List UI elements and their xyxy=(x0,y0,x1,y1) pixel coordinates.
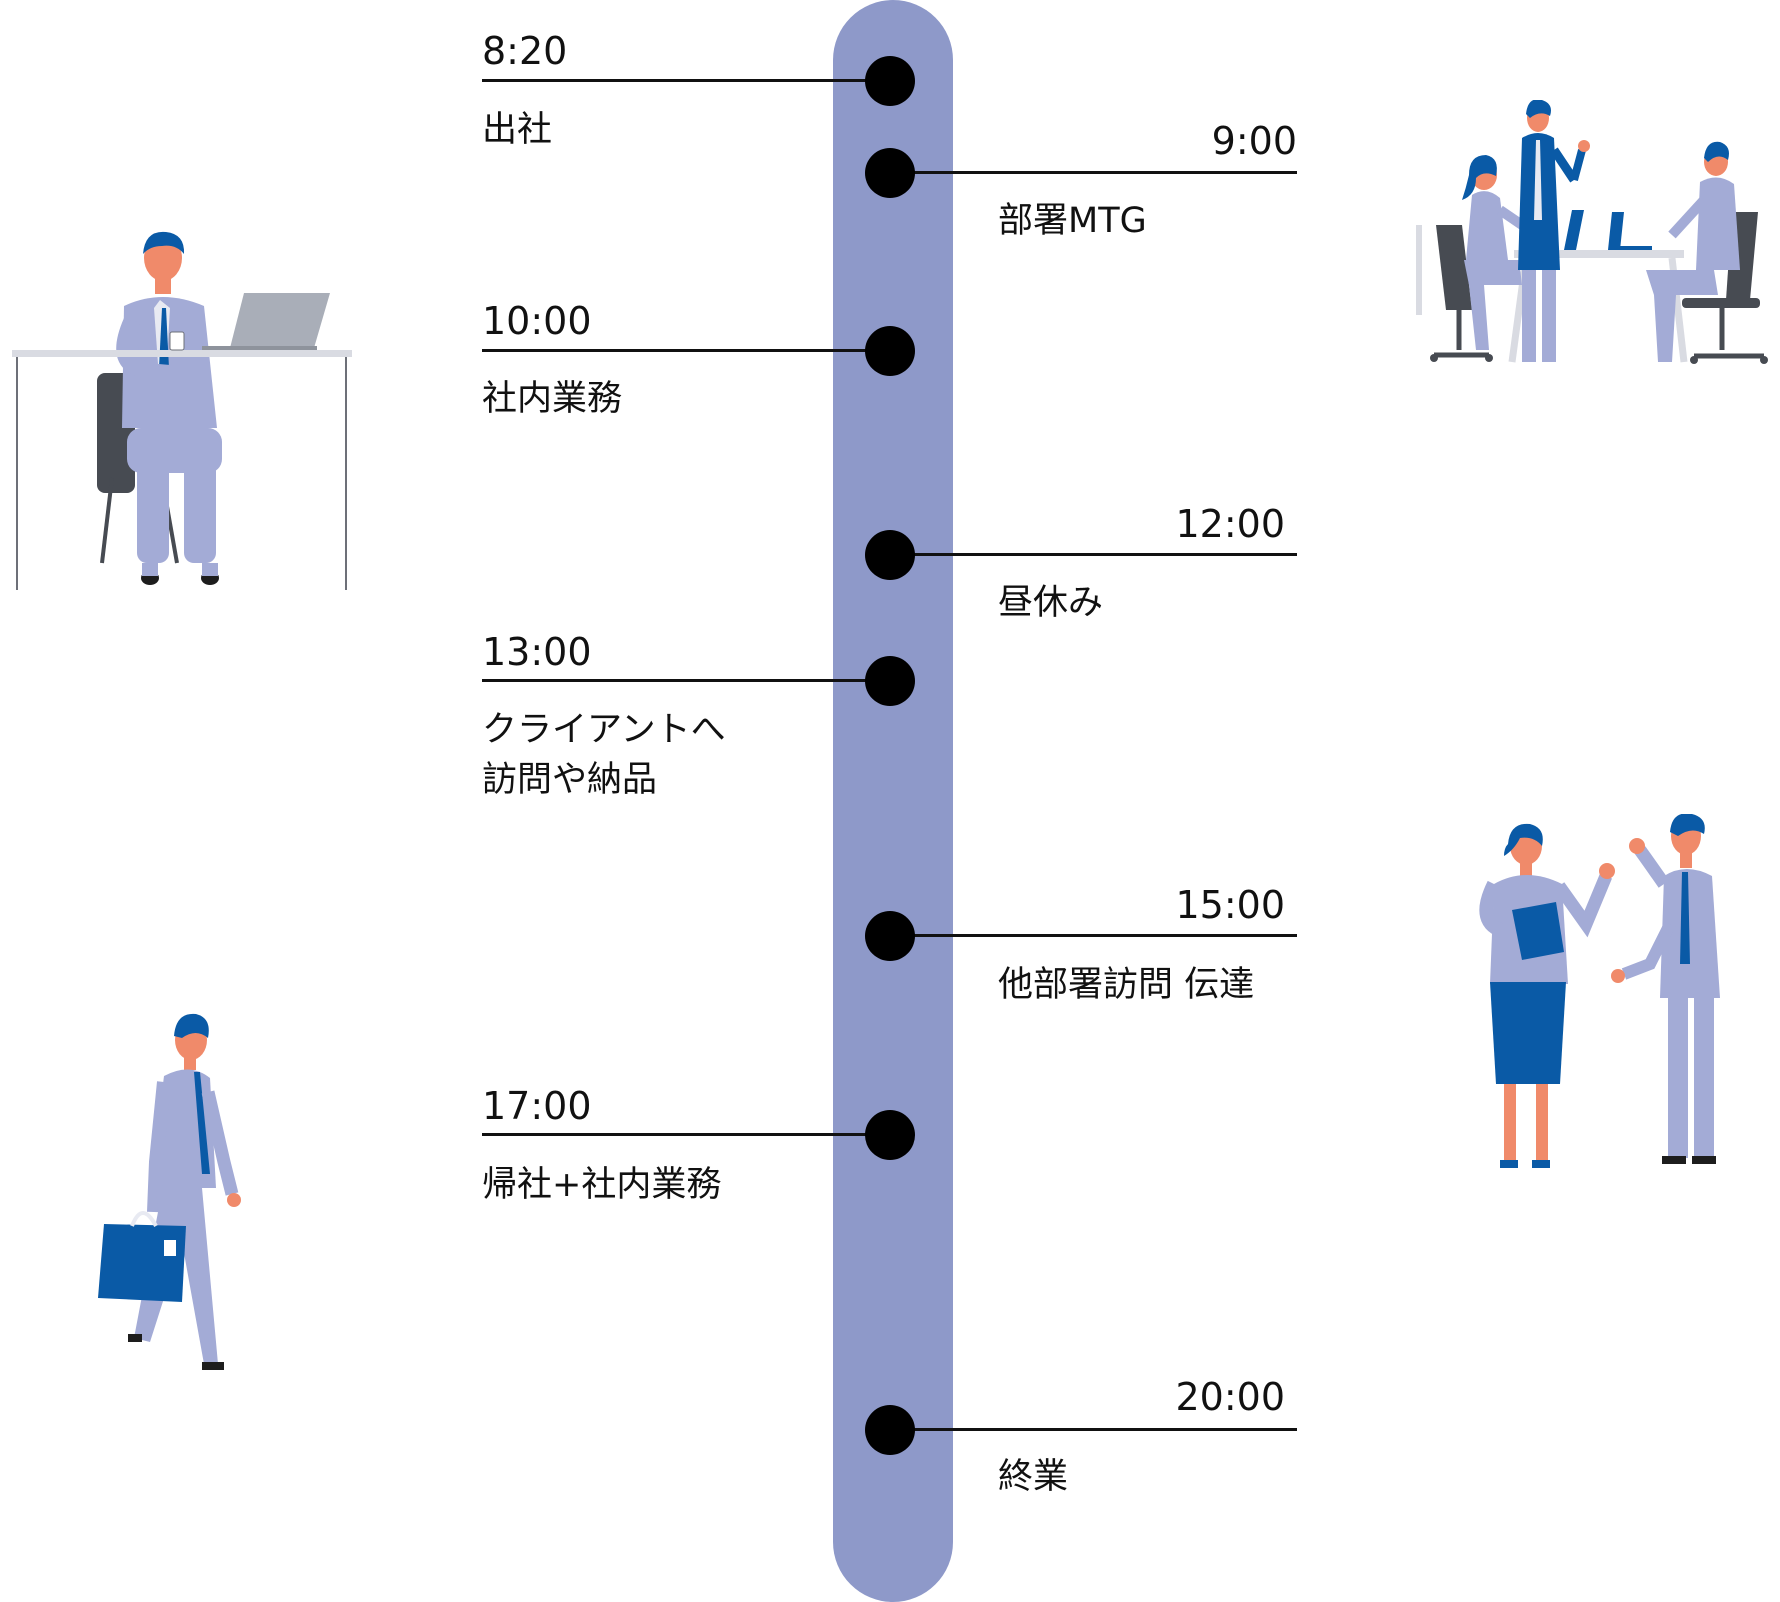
event-tick xyxy=(482,79,890,82)
event-dot xyxy=(865,530,915,580)
event-tick xyxy=(482,1133,890,1136)
event-label: 他部署訪問 伝達 xyxy=(998,965,1255,1005)
event-dot xyxy=(865,1405,915,1455)
event-time: 12:00 xyxy=(1175,502,1285,546)
event-time: 10:00 xyxy=(482,299,592,343)
event-label: 昼休み xyxy=(998,583,1104,623)
event-time: 8:20 xyxy=(482,29,568,73)
meeting-illustration xyxy=(1416,100,1768,364)
event-time: 9:00 xyxy=(1211,119,1297,163)
desk-worker-illustration xyxy=(12,231,352,590)
event-dot xyxy=(865,911,915,961)
event-tick xyxy=(890,934,1297,937)
event-label: 部署MTG xyxy=(998,201,1147,241)
conversation-illustration xyxy=(1479,814,1720,1168)
event-label: 社内業務 xyxy=(482,379,623,419)
event-label: 帰社+社内業務 xyxy=(482,1165,722,1205)
event-label: クライアントへ 訪問や納品 xyxy=(482,710,726,800)
event-dot xyxy=(865,326,915,376)
event-time: 13:00 xyxy=(482,630,592,674)
event-tick xyxy=(482,349,890,352)
timeline-bar xyxy=(833,0,953,1602)
event-dot xyxy=(865,56,915,106)
event-dot xyxy=(865,148,915,198)
event-dot xyxy=(865,1110,915,1160)
event-tick xyxy=(890,553,1297,556)
commuter-illustration xyxy=(98,1013,241,1370)
event-time: 20:00 xyxy=(1175,1375,1285,1419)
event-time: 15:00 xyxy=(1175,883,1285,927)
event-tick xyxy=(482,679,890,682)
event-tick xyxy=(890,1428,1297,1431)
event-label: 出社 xyxy=(482,110,553,150)
event-time: 17:00 xyxy=(482,1084,592,1128)
event-dot xyxy=(865,656,915,706)
event-label: 終業 xyxy=(998,1457,1069,1497)
event-tick xyxy=(890,171,1297,174)
